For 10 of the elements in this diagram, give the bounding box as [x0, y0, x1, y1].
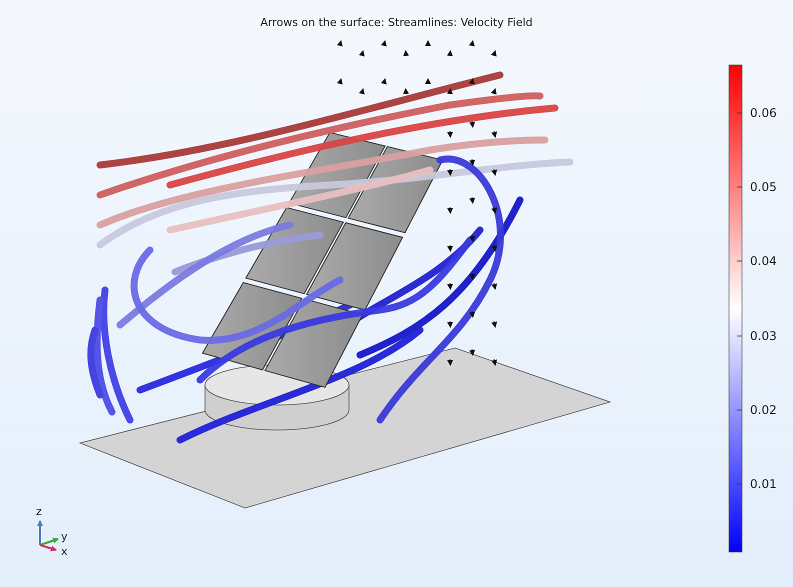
tick-label: 0.02: [750, 403, 777, 417]
tick-label: 0.01: [750, 477, 777, 491]
tick-label: 0.03: [750, 329, 777, 343]
chart-title: Arrows on the surface: Streamlines: Velocity Field: [259, 16, 534, 30]
axis-label: x: [61, 545, 68, 559]
tick-label: 0.06: [750, 106, 777, 120]
tick-label: 0.05: [750, 180, 777, 194]
tick-label: 0.04: [750, 254, 777, 268]
axis-label: z: [36, 505, 42, 519]
axis-label: y: [61, 530, 68, 544]
